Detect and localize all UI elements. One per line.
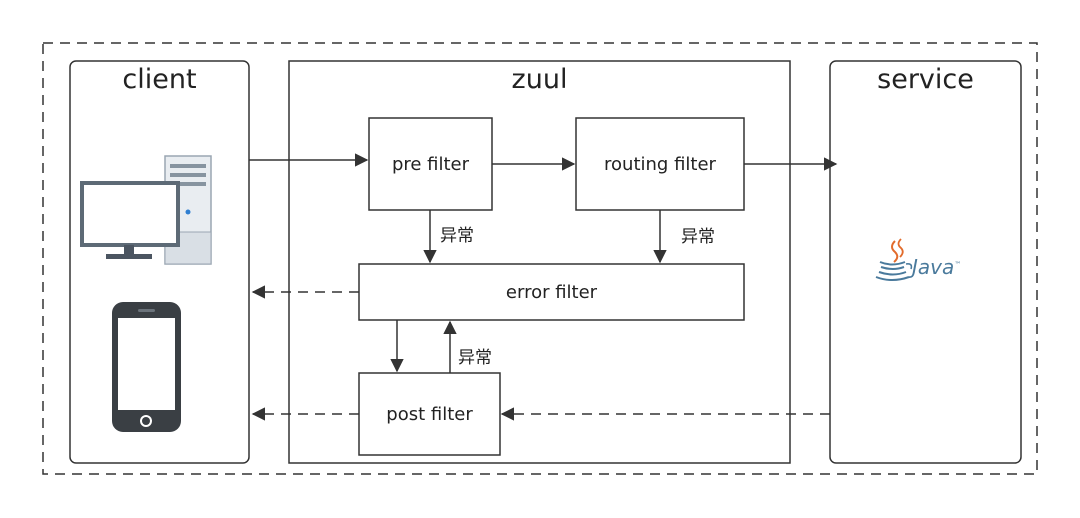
- client-lane: [69, 60, 250, 464]
- mobile-phone-icon: [112, 302, 181, 432]
- java-logo-text: Java™: [912, 255, 961, 279]
- zuul-lane-title: zuul: [511, 64, 568, 95]
- exception-label-routing: 异常: [681, 227, 715, 247]
- client-lane-title: client: [122, 64, 197, 95]
- java-cup-icon: [875, 238, 913, 281]
- error-filter-label: error filter: [505, 281, 598, 303]
- zuul-lane: [288, 60, 791, 464]
- post-filter-box: [358, 372, 501, 456]
- error-filter-box: [358, 263, 745, 321]
- desktop-computer-icon: [80, 155, 212, 265]
- java-trademark: ™: [954, 260, 962, 269]
- pre-filter-box: [368, 117, 493, 211]
- routing-filter-label: routing filter: [604, 153, 716, 175]
- java-logo-word: Java: [912, 255, 955, 279]
- pre-filter-label: pre filter: [391, 153, 470, 175]
- post-filter-label: post filter: [386, 403, 473, 425]
- service-lane-title: service: [877, 64, 974, 95]
- outer-dashed-boundary: [42, 42, 1038, 475]
- service-lane: [829, 60, 1022, 464]
- exception-label-pre: 异常: [440, 226, 474, 246]
- exception-label-post: 异常: [458, 348, 492, 368]
